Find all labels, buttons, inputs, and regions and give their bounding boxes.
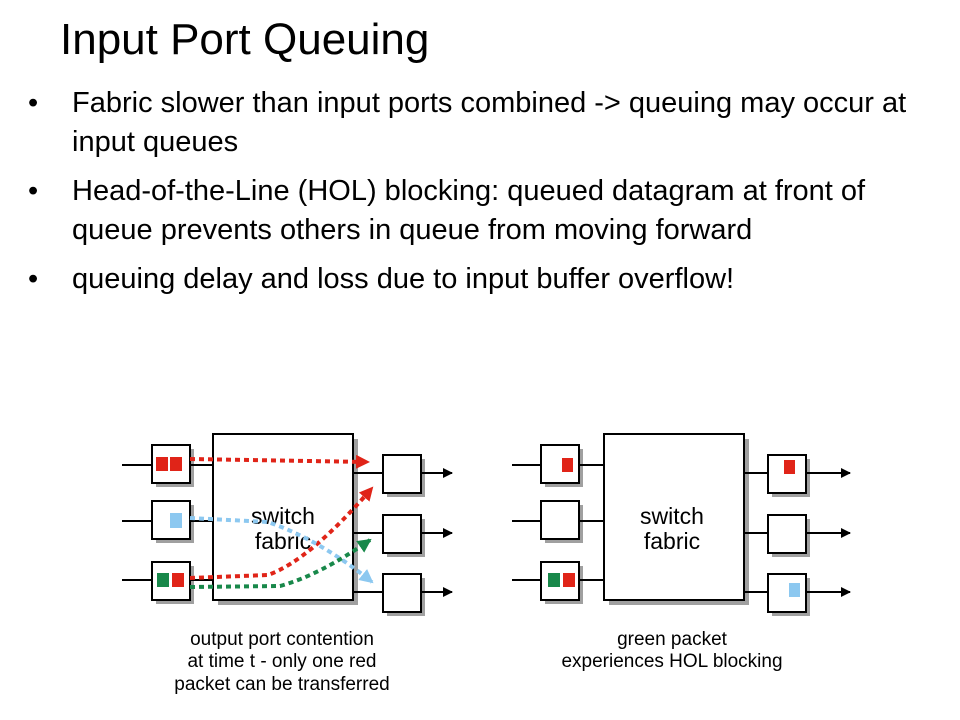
fabric-label: fabric	[644, 528, 700, 554]
bullet-dot: •	[28, 175, 39, 207]
figure-caption: experiences HOL blocking	[561, 651, 782, 672]
figure-caption: packet can be transferred	[174, 674, 389, 695]
blue-packet-path	[189, 516, 374, 584]
output-buffer	[382, 514, 425, 557]
blue-packet	[170, 513, 182, 528]
red-packet	[170, 457, 182, 471]
input-buffer	[151, 500, 194, 543]
switch-fabric: switch fabric	[603, 433, 749, 605]
bullet-list: • Fabric slower than input ports combine…	[28, 84, 938, 309]
green-packet-path	[189, 538, 372, 589]
red-packet	[784, 460, 795, 474]
bullet-text: Fabric slower than input ports combined …	[72, 87, 907, 158]
red-packet	[156, 457, 168, 471]
bullet-item: • Head-of-the-Line (HOL) blocking: queue…	[28, 172, 938, 250]
bullet-dot: •	[28, 263, 39, 295]
input-buffer	[540, 561, 583, 604]
fabric-label: switch	[251, 503, 315, 529]
figure-caption: output port contention	[190, 629, 374, 650]
red-packet	[563, 573, 575, 587]
input-buffer	[540, 500, 583, 543]
red-packet	[172, 573, 184, 587]
red-packet	[562, 458, 573, 472]
green-packet	[548, 573, 560, 587]
green-packet	[157, 573, 169, 587]
bullet-text: Head-of-the-Line (HOL) blocking: queued …	[72, 175, 866, 246]
blue-packet	[789, 583, 800, 597]
fabric-label: fabric	[255, 528, 311, 554]
bullet-dot: •	[28, 87, 39, 119]
output-buffer	[767, 514, 810, 557]
output-buffer	[382, 573, 425, 616]
fabric-label: switch	[640, 503, 704, 529]
output-buffer	[767, 573, 810, 616]
red-packet-path	[189, 454, 370, 469]
slide-title: Input Port Queuing	[60, 15, 430, 64]
input-buffer	[151, 444, 194, 487]
right-diagram: switch fabric green packet experiences H…	[512, 433, 851, 672]
figure-caption: at time t - only one red	[187, 651, 376, 672]
input-buffer	[151, 561, 194, 604]
input-buffer	[540, 444, 583, 487]
bullet-item: • queuing delay and loss due to input bu…	[28, 260, 938, 299]
figure-caption: green packet	[617, 629, 728, 650]
bullet-text: queuing delay and loss due to input buff…	[72, 263, 735, 295]
bullet-item: • Fabric slower than input ports combine…	[28, 84, 938, 162]
red-packet-path	[189, 486, 374, 580]
left-diagram: switch fabric output port contention	[122, 433, 453, 695]
output-buffer	[382, 454, 425, 497]
output-buffer	[767, 454, 810, 497]
